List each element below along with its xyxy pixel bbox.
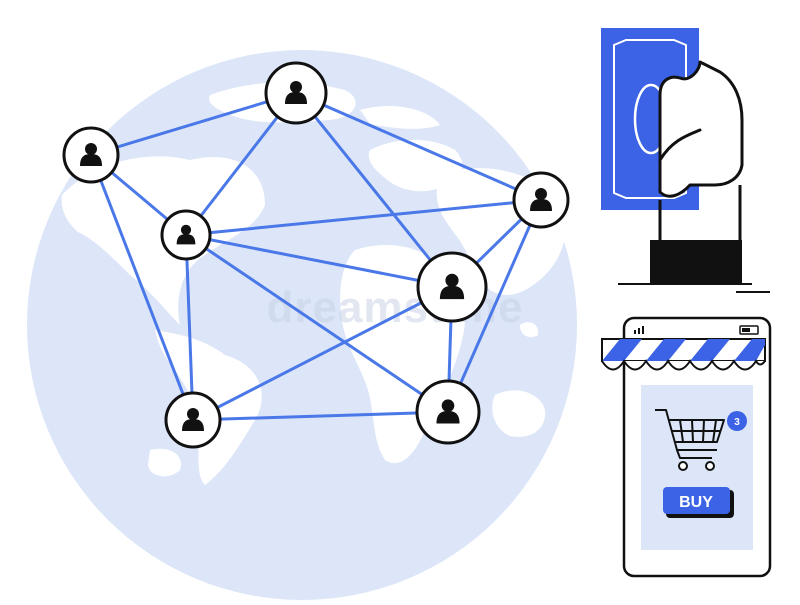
signal-icon <box>634 326 644 334</box>
network-nodes <box>62 61 570 449</box>
shopping-cart-icon <box>655 409 725 471</box>
network-link <box>191 410 450 422</box>
network-link <box>184 233 195 422</box>
network-link <box>191 285 454 422</box>
network-node <box>62 126 120 184</box>
shop-awning <box>601 338 766 371</box>
hand-with-cash <box>601 28 770 293</box>
network-link <box>89 91 298 157</box>
network-link <box>294 91 454 289</box>
network-node <box>264 61 328 125</box>
network-node <box>164 391 222 449</box>
network-link <box>446 198 543 414</box>
network-link <box>89 153 195 422</box>
cart-badge-count: 3 <box>734 417 740 428</box>
network-node <box>416 251 488 323</box>
network-node <box>512 171 570 229</box>
network-node <box>160 209 212 261</box>
network-node <box>415 379 481 445</box>
buy-button-label: BUY <box>679 494 713 511</box>
battery-icon <box>739 325 759 335</box>
phone: 3 BUY <box>601 316 772 578</box>
buy-button[interactable]: BUY <box>663 487 734 518</box>
network-link <box>184 233 454 289</box>
sleeve-cuff <box>650 240 742 284</box>
network-link <box>184 233 450 414</box>
thumb <box>658 128 702 162</box>
network-link <box>184 198 543 237</box>
network-link <box>294 91 543 202</box>
cart-badge: 3 <box>727 411 747 431</box>
